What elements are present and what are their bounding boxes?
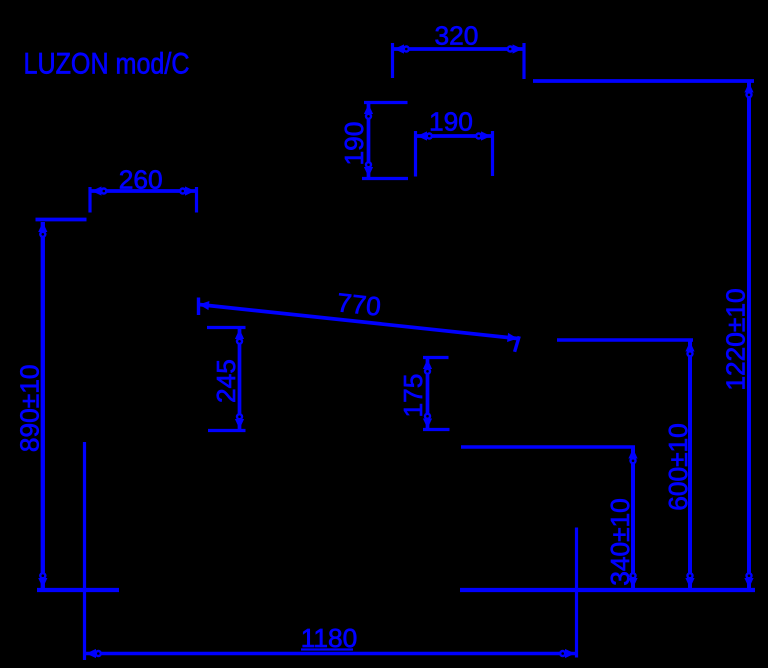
svg-text:890±10: 890±10 — [15, 365, 45, 453]
svg-text:1220±10: 1220±10 — [721, 288, 751, 390]
svg-text:245: 245 — [211, 359, 241, 403]
svg-text:175: 175 — [398, 374, 428, 418]
svg-text:600±10: 600±10 — [663, 423, 693, 511]
svg-text:190: 190 — [429, 107, 473, 137]
svg-text:340±10: 340±10 — [605, 498, 635, 586]
svg-text:320: 320 — [435, 21, 479, 51]
svg-text:190: 190 — [339, 122, 369, 166]
svg-text:260: 260 — [119, 165, 163, 195]
svg-text:1180: 1180 — [301, 623, 358, 653]
svg-text:LUZON mod/C: LUZON mod/C — [24, 48, 190, 81]
svg-text:770: 770 — [336, 287, 383, 321]
